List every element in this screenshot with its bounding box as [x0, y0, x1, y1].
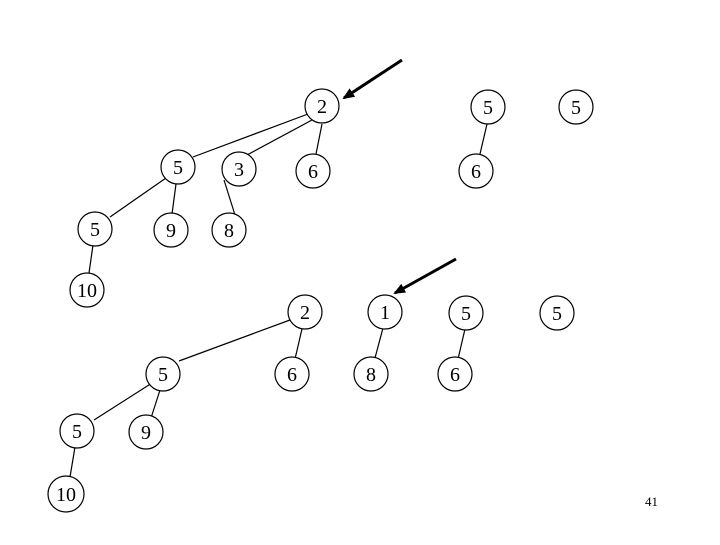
node-t-5b: 5: [77, 211, 113, 247]
node-t-5a: 5: [160, 149, 196, 185]
node-label: 2: [317, 96, 327, 118]
arrow-bottom: [393, 257, 457, 295]
edge-2-6: [315, 123, 323, 155]
node-label: 5: [173, 157, 183, 179]
node-label: 6: [471, 161, 481, 183]
node-label: 5: [90, 219, 100, 241]
node-b-root-2: 2: [287, 294, 323, 330]
node-b-root-1: 1: [367, 294, 403, 330]
node-label: 2: [300, 302, 310, 324]
arrow-top: [342, 58, 403, 100]
top-forest-edges: [88, 113, 488, 274]
node-label: 8: [366, 364, 376, 386]
edge-5-9: [171, 183, 177, 215]
node-label: 6: [450, 364, 460, 386]
edge-5-10-bottom: [69, 446, 76, 478]
edge-2-5: [192, 113, 309, 158]
edge-1-8: [374, 327, 384, 359]
node-label: 10: [56, 484, 76, 506]
node-b-10: 10: [47, 475, 85, 513]
node-t-6a: 6: [295, 153, 331, 189]
node-b-5b: 5: [59, 413, 95, 449]
node-label: 8: [224, 220, 234, 242]
arrows: [342, 58, 457, 295]
node-label: 9: [141, 422, 151, 444]
node-t-root-2: 2: [304, 88, 340, 124]
node-t-9: 9: [153, 212, 189, 248]
top-forest-nodes: 2 5 3 6 5 9 8: [69, 88, 594, 308]
node-label: 9: [166, 220, 176, 242]
edge-5-10: [88, 244, 94, 274]
edge-2-5-bottom: [178, 319, 291, 362]
edge-2-6-bottom: [294, 328, 303, 360]
node-label: 6: [308, 161, 318, 183]
node-b-root-5c: 5: [539, 295, 575, 331]
node-label: 10: [77, 280, 97, 302]
node-t-root-5c: 5: [558, 89, 594, 125]
node-b-8: 8: [353, 356, 389, 392]
edge-5-9-bottom: [150, 389, 161, 419]
node-t-root-5b: 5: [470, 89, 506, 125]
page-number: 41: [645, 494, 658, 509]
node-t-8: 8: [211, 212, 247, 248]
node-label: 5: [72, 421, 82, 443]
node-label: 3: [234, 159, 244, 181]
bottom-forest-edges: [69, 319, 466, 478]
node-b-6a: 6: [274, 356, 310, 392]
node-label: 5: [483, 97, 493, 119]
edge-5-6-right: [479, 123, 488, 155]
node-b-6b: 6: [437, 356, 473, 392]
node-label: 5: [461, 303, 471, 325]
edge-5-5-bottom: [93, 382, 153, 421]
node-t-3: 3: [221, 151, 257, 187]
node-b-5a: 5: [145, 356, 181, 392]
node-b-root-5b: 5: [448, 295, 484, 331]
node-t-10: 10: [69, 272, 105, 308]
node-label: 6: [287, 364, 297, 386]
node-label: 1: [380, 302, 390, 324]
node-label: 5: [571, 97, 581, 119]
node-t-6b: 6: [458, 153, 494, 189]
edge-5-5: [109, 177, 167, 218]
edge-2-3: [246, 119, 313, 156]
bottom-forest-nodes: 2 5 6 5 9 10 1: [47, 294, 575, 513]
node-label: 5: [552, 303, 562, 325]
edge-3-8: [223, 179, 236, 216]
node-b-9: 9: [128, 414, 164, 450]
node-label: 5: [158, 364, 168, 386]
edge-5-6-bottom-right: [457, 328, 466, 360]
